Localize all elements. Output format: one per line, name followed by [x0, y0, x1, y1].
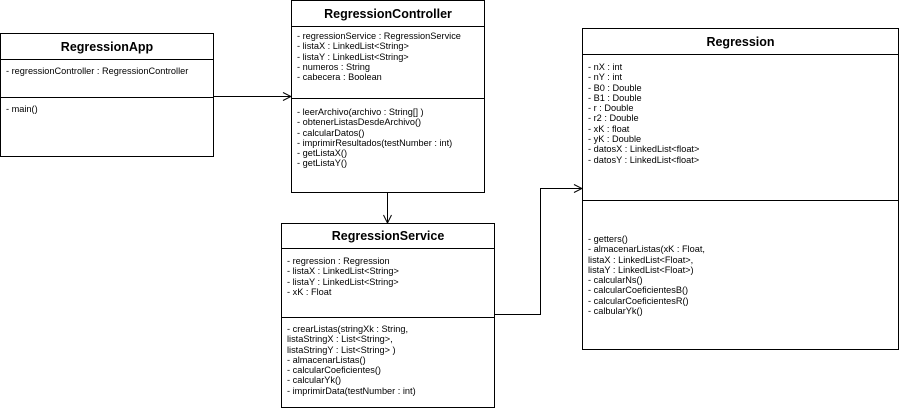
attribute: - regressionService : RegressionService	[297, 31, 461, 41]
class-name: RegressionApp	[1, 34, 213, 60]
method: - getters()	[588, 234, 628, 244]
class-regression[interactable]: Regression - nX : int - nY : int - B0 : …	[582, 28, 899, 350]
method: - calcularCoeficientesR()	[588, 295, 689, 306]
class-regression-controller[interactable]: RegressionController - regressionService…	[291, 0, 485, 193]
method-continuation: listaStringY : List<String> )	[287, 344, 396, 355]
methods-section: - main()	[1, 97, 213, 118]
attribute: - xK : Float	[287, 286, 332, 297]
attribute: - listaX : LinkedList<String>	[297, 41, 409, 52]
attribute: - listaX : LinkedList<String>	[287, 266, 399, 277]
method: - leerArchivo(archivo : String[] )	[297, 107, 424, 117]
attribute: - r : Double	[588, 103, 634, 114]
attribute: - xK : float	[588, 123, 630, 134]
method: - calbularYk()	[588, 306, 643, 317]
attribute: - r2 : Double	[588, 113, 639, 124]
class-regression-app[interactable]: RegressionApp - regressionController : R…	[0, 33, 214, 157]
method: - calcularYk()	[287, 375, 342, 386]
class-name: RegressionController	[292, 1, 484, 27]
attribute: - B1 : Double	[588, 92, 642, 103]
class-regression-service[interactable]: RegressionService - regression : Regress…	[281, 223, 495, 408]
method: - imprimirResultados(testNumber : int)	[297, 137, 453, 148]
attribute: - datosX : LinkedList<float>	[588, 144, 700, 155]
method: - almacenarListas(xK : Float,	[588, 244, 705, 255]
association-service-to-regression	[495, 189, 582, 315]
attribute: - nX : int	[588, 62, 623, 72]
method: - almacenarListas()	[287, 354, 366, 365]
attribute: - regression : Regression	[287, 256, 390, 266]
method: - calcularDatos()	[297, 127, 365, 138]
method: - calcularCoeficientesB()	[588, 285, 689, 296]
methods-section: - crearListas(stringXk : String, listaSt…	[282, 317, 494, 400]
attributes-section: - nX : int - nY : int - B0 : Double - B1…	[583, 55, 898, 200]
methods-section: - leerArchivo(archivo : String[] ) - obt…	[292, 98, 484, 173]
method-continuation: listaX : LinkedList<Float>,	[588, 254, 694, 265]
attribute: - datosY : LinkedList<float>	[588, 154, 700, 165]
attribute: - regressionController : RegressionContr…	[6, 66, 189, 76]
methods-section: - getters() - almacenarListas(xK : Float…	[583, 200, 898, 320]
method: - getListaX()	[297, 148, 348, 159]
attribute: - B0 : Double	[588, 82, 642, 93]
attribute: - yK : Double	[588, 134, 642, 145]
attributes-section: - regressionController : RegressionContr…	[1, 60, 213, 97]
method-continuation: listaY : LinkedList<Float>)	[588, 264, 694, 275]
method: - calcularCoeficientes()	[287, 365, 381, 376]
method: - main()	[6, 104, 38, 114]
attribute: - listaY : LinkedList<String>	[287, 276, 399, 287]
method: - crearListas(stringXk : String,	[287, 324, 409, 334]
attribute: - nY : int	[588, 72, 623, 83]
attribute: - cabecera : Boolean	[297, 72, 382, 83]
attribute: - listaY : LinkedList<String>	[297, 51, 409, 62]
attribute: - numeros : String	[297, 61, 371, 72]
method: - imprimirData(testNumber : int)	[287, 385, 416, 396]
method-continuation: listaStringX : List<String>,	[287, 334, 393, 345]
method: - getListaY()	[297, 158, 348, 169]
attributes-section: - regression : Regression - listaX : Lin…	[282, 249, 494, 317]
class-name: RegressionService	[282, 224, 494, 249]
method: - calcularNs()	[588, 275, 643, 286]
class-name: Regression	[583, 29, 898, 55]
method: - obtenerListasDesdeArchivo()	[297, 117, 422, 128]
attributes-section: - regressionService : RegressionService …	[292, 27, 484, 98]
